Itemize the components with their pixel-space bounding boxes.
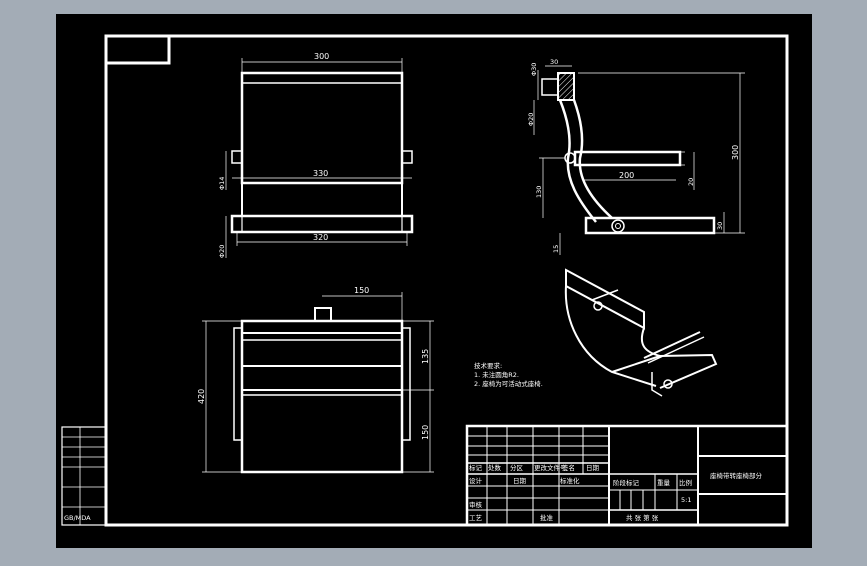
tb-label-change-doc: 更改文件号 bbox=[534, 463, 567, 472]
left-pin bbox=[231, 150, 243, 164]
tb-date: 日期 bbox=[513, 477, 527, 485]
front-view: 300 330 320 Φ14 Φ20 bbox=[218, 52, 414, 258]
tb-label-date: 日期 bbox=[586, 464, 600, 472]
front-dim-left-lower: Φ20 bbox=[218, 245, 226, 258]
side-dim-base: 15 bbox=[552, 245, 560, 253]
tb-design: 设计 bbox=[469, 476, 483, 485]
corner-box bbox=[104, 34, 171, 65]
side-view: Φ30 30 Φ20 200 300 130 20 30 15 bbox=[527, 58, 745, 255]
tb-label-sign: 签名 bbox=[562, 463, 575, 472]
curved-back-inner bbox=[572, 99, 613, 219]
tb-scale: 5:1 bbox=[681, 496, 691, 504]
title-block: 标记 处数 分区 更改文件号 签名 日期 设计 日期 标准化 审核 工艺 批准 … bbox=[465, 424, 789, 527]
right-rail bbox=[401, 327, 411, 441]
top-dim-top: 150 bbox=[354, 286, 369, 295]
front-dim-left-upper: Φ14 bbox=[218, 177, 226, 190]
side-dim-arm-thick: 20 bbox=[687, 178, 695, 186]
tb-approve: 批准 bbox=[540, 513, 554, 522]
notes-title: 技术要求: bbox=[474, 361, 502, 370]
left-rail bbox=[233, 327, 243, 441]
front-dim-top: 300 bbox=[314, 52, 329, 61]
side-strip: GB/MDA bbox=[61, 426, 107, 526]
top-tab bbox=[314, 307, 332, 322]
top-view: 150 420 135 150 bbox=[197, 286, 434, 474]
side-dim-height-total: 300 bbox=[731, 145, 740, 160]
front-dim-mid: 330 bbox=[313, 169, 328, 178]
iso-seat bbox=[611, 353, 718, 389]
side-dim-pipe-dia: Φ20 bbox=[527, 113, 535, 126]
side-dim-foot-thick: 30 bbox=[716, 222, 724, 230]
side-dim-height-mid: 130 bbox=[535, 186, 543, 198]
notes-line2: 2. 座椅为可活动式座椅. bbox=[474, 379, 543, 388]
technical-notes: 技术要求: 1. 未注圆角R2. 2. 座椅为可活动式座椅. bbox=[474, 361, 543, 388]
tb-stage-mark: 阶段标记 bbox=[613, 478, 640, 487]
front-dim-bottom: 320 bbox=[313, 233, 328, 242]
tb-standardize: 标准化 bbox=[560, 476, 580, 485]
tb-review: 审核 bbox=[469, 500, 483, 509]
isometric-view bbox=[564, 268, 718, 397]
side-dim-top-dia: Φ30 bbox=[530, 63, 538, 76]
curved-back-outer bbox=[558, 99, 597, 223]
armrest-bar bbox=[573, 150, 682, 167]
right-pin bbox=[401, 150, 413, 164]
iso-axle bbox=[591, 289, 619, 301]
iso-curve-left bbox=[564, 285, 657, 387]
top-hub-section bbox=[557, 72, 575, 101]
base-pivot bbox=[611, 219, 625, 233]
tb-part-name: 座椅带转座椅部分 bbox=[710, 471, 763, 480]
iso-arm-rod bbox=[643, 331, 701, 359]
top-dim-right-lower: 150 bbox=[421, 425, 430, 440]
tb-label-zone: 分区 bbox=[510, 463, 524, 472]
top-dim-right-upper: 135 bbox=[421, 349, 430, 364]
tb-weight: 重量 bbox=[657, 479, 671, 487]
tb-sheets: 共 张 第 张 bbox=[626, 513, 659, 522]
tb-ratio: 比例 bbox=[679, 478, 692, 487]
side-strip-label: GB/MDA bbox=[64, 514, 91, 522]
seat-tube bbox=[230, 214, 414, 234]
notes-line1: 1. 未注圆角R2. bbox=[474, 370, 519, 379]
side-dim-top-width: 30 bbox=[550, 58, 558, 66]
top-dim-left: 420 bbox=[197, 389, 206, 404]
iso-curve-right bbox=[640, 327, 661, 357]
tb-process: 工艺 bbox=[469, 514, 483, 522]
tb-label-mark: 标记 bbox=[469, 463, 483, 472]
drawing-sheet bbox=[56, 14, 812, 548]
drawing-border bbox=[104, 34, 789, 527]
tb-label-count: 处数 bbox=[488, 463, 502, 472]
base-bar bbox=[584, 216, 716, 235]
side-dim-arm-length: 200 bbox=[619, 171, 634, 180]
